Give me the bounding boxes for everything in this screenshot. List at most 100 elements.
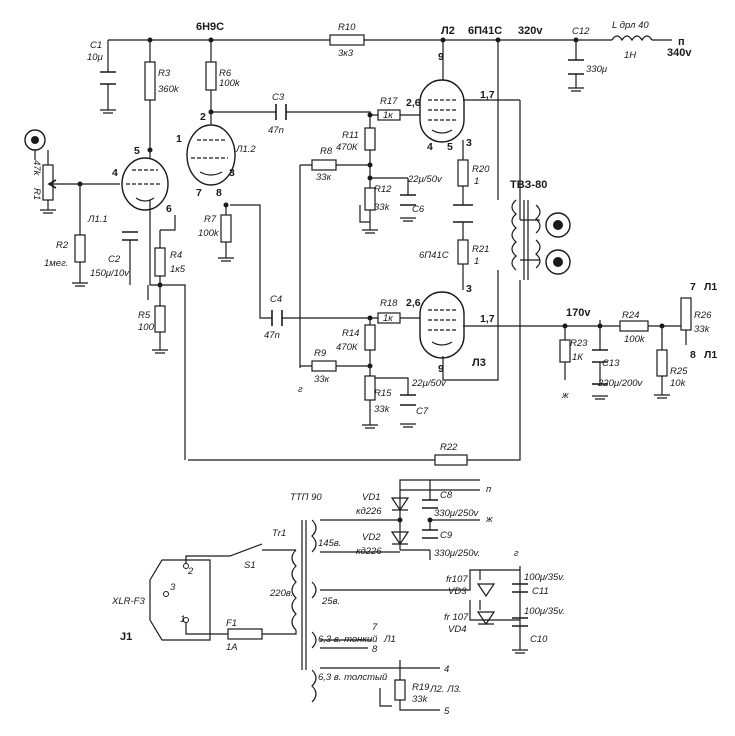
r5-body xyxy=(154,305,166,333)
pin-9b: 9 xyxy=(438,363,444,375)
j1-label: J1 xyxy=(120,631,132,643)
pin-g: г xyxy=(298,384,303,395)
c7-value: 22μ/50v xyxy=(411,378,447,389)
fuse-f1 xyxy=(227,628,263,640)
pin-9a: 9 xyxy=(438,51,444,63)
r25-name: R25 xyxy=(670,366,688,377)
v2-pin-2: 2 xyxy=(200,111,206,123)
r4-value: 1к5 xyxy=(170,264,186,275)
v1-pin-5: 5 xyxy=(134,145,140,157)
driver-tube-label: 6Н9С xyxy=(196,21,224,33)
r4-name: R4 xyxy=(170,250,182,261)
labels: 6Н9С 6П41С Л2 320v 340v п 170v ТВЗ-80 L … xyxy=(31,20,717,453)
vd2-name: VD2 xyxy=(362,532,381,543)
xlr-label: XLR-F3 xyxy=(111,596,145,607)
vd4-diode xyxy=(476,611,496,626)
psu-labels: ТТП 90 Тr1 145в. 220в. 25в. 6,3 в. тонки… xyxy=(111,484,565,717)
r9-name: R9 xyxy=(314,348,327,359)
out-8: 8 xyxy=(372,644,378,655)
r15-body xyxy=(364,375,376,401)
pin-zh: ж xyxy=(561,390,569,401)
r26-name: R26 xyxy=(694,310,712,321)
c20-symbol xyxy=(453,204,473,223)
c8-value: 330μ/250v xyxy=(434,508,480,519)
xlr-pin-3: 3 xyxy=(170,582,176,593)
out-7: 7 xyxy=(372,622,378,633)
tr-label: Тr1 xyxy=(272,528,286,539)
speaker-1 xyxy=(545,212,571,238)
r4-body xyxy=(154,247,166,277)
r7-value: 100k xyxy=(198,228,220,239)
v1-pin-6: 6 xyxy=(166,203,172,215)
r26-body xyxy=(680,297,692,331)
choke-name: L дрл 40 xyxy=(612,20,649,31)
r7-body xyxy=(220,214,232,243)
r22-name: R22 xyxy=(440,442,458,453)
r11-name: R11 xyxy=(342,130,359,141)
w25-label: 25в. xyxy=(321,596,340,607)
out-g: г xyxy=(514,548,519,559)
r24-body xyxy=(619,320,649,332)
r23-name: R23 xyxy=(570,338,588,349)
v1-pin-4: 4 xyxy=(112,167,118,179)
r21-name: R21 xyxy=(472,244,489,255)
speaker-2 xyxy=(545,249,571,275)
c3-value: 47n xyxy=(268,125,284,136)
pin-3a: 3 xyxy=(466,137,472,149)
c1-value: 10μ xyxy=(87,52,104,63)
r6-name: R6 xyxy=(219,68,232,79)
c12-name: C12 xyxy=(572,26,590,37)
r3-name: R3 xyxy=(158,68,171,79)
r19-name: R19 xyxy=(412,682,430,693)
c6-value: 22μ/50v xyxy=(407,174,443,185)
vd1-diode xyxy=(390,497,410,512)
r15-value: 33k xyxy=(374,404,391,415)
ground-symbols xyxy=(40,87,670,429)
c7-name: C7 xyxy=(416,406,429,417)
r9-value: 33к xyxy=(314,374,330,385)
r24-name: R24 xyxy=(622,310,639,321)
r21-value: 1 xyxy=(474,256,479,267)
pin-26a: 2,6 xyxy=(406,97,421,109)
c9-name: C9 xyxy=(440,530,453,541)
r15-name: R15 xyxy=(374,388,392,399)
xlr-pin-2: 2 xyxy=(187,566,194,577)
r17-body xyxy=(377,109,401,121)
r1-value: 47k xyxy=(31,160,42,177)
b170-label: 170v xyxy=(566,307,591,319)
r10-name: R10 xyxy=(338,22,356,33)
out-l1: Л1 xyxy=(383,634,396,645)
tube-l3 xyxy=(419,291,465,359)
w63thick-label: 6,3 в. толстый xyxy=(318,672,388,683)
pin-jl1b: Л1 xyxy=(704,349,717,361)
pin-j8: 8 xyxy=(690,349,696,361)
c11-name: C11 xyxy=(532,586,549,597)
out-p: п xyxy=(486,484,492,495)
vd1-name: VD1 xyxy=(362,492,380,503)
c13-symbol xyxy=(592,349,608,363)
c9-value: 330μ/250v. xyxy=(434,548,480,559)
r3-value: 360k xyxy=(158,84,180,95)
r14-name: R14 xyxy=(342,328,359,339)
vd4-name: fr 107 xyxy=(444,612,469,623)
r14-body xyxy=(364,324,376,351)
v2-pin-8: 8 xyxy=(216,187,222,199)
c6-symbol xyxy=(400,194,416,206)
out-l23: Л2. Л3. xyxy=(429,684,462,695)
r5-name: R5 xyxy=(138,310,151,321)
vd3-value: VD3 xyxy=(448,586,467,597)
c8-name: C8 xyxy=(440,490,453,501)
choke-coil xyxy=(611,35,653,42)
input-jack xyxy=(24,129,57,189)
r26-value: 33k xyxy=(694,324,711,335)
r12-name: R12 xyxy=(374,184,392,195)
b340-label: 340v xyxy=(667,47,692,59)
tube-l1-1 xyxy=(121,157,169,211)
f1-value: 1A xyxy=(226,642,238,653)
c3-name: C3 xyxy=(272,92,285,103)
r10-body xyxy=(329,34,365,46)
r20-value: 1 xyxy=(474,176,479,187)
v2-pin-7: 7 xyxy=(196,187,202,199)
output-tube-label-2: 6П41С xyxy=(419,250,449,261)
r2-body xyxy=(74,234,86,263)
